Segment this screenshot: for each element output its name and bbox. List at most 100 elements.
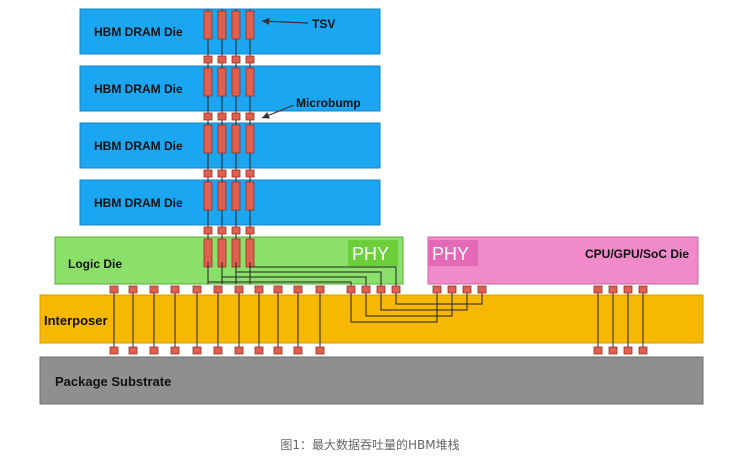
bottom-bump: [638, 346, 648, 355]
tsv-segment: [203, 67, 213, 97]
logic-phy-label: PHY: [352, 244, 389, 264]
tsv-label: TSV: [312, 17, 335, 31]
microbump: [203, 169, 213, 178]
figure-caption: 图1：最大数据吞吐量的HBM堆栈: [280, 438, 460, 452]
tsv-segment: [245, 124, 255, 154]
tsv-segment: [217, 124, 227, 154]
phy-bump: [462, 285, 472, 294]
top-bump: [192, 285, 202, 294]
logic-die: [54, 236, 404, 285]
bottom-bump: [315, 346, 325, 355]
interposer-vias: [109, 285, 648, 355]
microbump: [231, 55, 241, 64]
microbump: [245, 112, 255, 121]
bottom-bump: [234, 346, 244, 355]
bottom-bump: [128, 346, 138, 355]
top-bump: [254, 285, 264, 294]
top-bump: [273, 285, 283, 294]
bottom-bump: [293, 346, 303, 355]
hbm-dram-label-2: HBM DRAM Die: [94, 82, 183, 96]
top-bump: [315, 285, 325, 294]
microbump-pointer-arrow: [261, 104, 295, 119]
hbm-dram-label-1: HBM DRAM Die: [94, 25, 183, 39]
hbm-dram-die-4: [79, 179, 381, 226]
tsv-segment: [217, 67, 227, 97]
bottom-bump: [213, 346, 223, 355]
microbump: [217, 55, 227, 64]
top-bump: [593, 285, 603, 294]
bottom-bump: [273, 346, 283, 355]
tsv-segment: [231, 124, 241, 154]
tsv-segment: [203, 181, 213, 211]
microbump: [217, 226, 227, 235]
hbm-dram-die-1: [79, 8, 381, 55]
microbump-label: Microbump: [296, 96, 361, 110]
microbump: [245, 169, 255, 178]
tsv-segment: [231, 10, 241, 40]
hbm-dram-label-4: HBM DRAM Die: [94, 196, 183, 210]
cpu-phy-label: PHY: [432, 244, 469, 264]
microbump: [203, 112, 213, 121]
top-bump: [213, 285, 223, 294]
tsv-segment: [231, 181, 241, 211]
substrate-label: Package Substrate: [55, 374, 171, 389]
tsv-segment: [245, 181, 255, 211]
phy-bump: [361, 285, 371, 294]
microbump: [203, 55, 213, 64]
bottom-bump: [623, 346, 633, 355]
top-bump: [608, 285, 618, 294]
microbump: [203, 226, 213, 235]
microbump: [245, 55, 255, 64]
cpu-die-label: CPU/GPU/SoC Die: [585, 247, 689, 261]
interposer-layer: [39, 294, 704, 344]
bottom-bump: [192, 346, 202, 355]
tsv-segment: [217, 181, 227, 211]
bottom-bump: [109, 346, 119, 355]
logic-phy-block: [348, 240, 398, 266]
logic-die-label: Logic Die: [68, 257, 122, 271]
tsv-segment: [203, 124, 213, 154]
tsv-segment: [203, 10, 213, 40]
phy-wire: [207, 262, 438, 323]
bottom-bump: [608, 346, 618, 355]
microbump: [217, 112, 227, 121]
phy-bump: [477, 285, 487, 294]
bottom-bump: [170, 346, 180, 355]
top-bump: [234, 285, 244, 294]
phy-bump: [346, 285, 356, 294]
hbm-dram-die-2: [79, 65, 381, 112]
bottom-bump: [254, 346, 264, 355]
tsv-segment: [217, 10, 227, 40]
tsv-segment: [245, 67, 255, 97]
hbm-dram-die-3: [79, 122, 381, 169]
tsv-pointer-arrow: [261, 17, 309, 25]
bottom-bump: [593, 346, 603, 355]
tsv-columns: [203, 9, 255, 284]
top-bump: [293, 285, 303, 294]
top-bump: [149, 285, 159, 294]
package-substrate-layer: [39, 356, 704, 405]
phy-bump: [447, 285, 457, 294]
top-bump: [170, 285, 180, 294]
top-bump: [109, 285, 119, 294]
top-bump: [128, 285, 138, 294]
tsv-segment: [245, 10, 255, 40]
phy-bump: [432, 285, 442, 294]
top-bump: [623, 285, 633, 294]
phy-bump: [376, 285, 386, 294]
phy-wire: [249, 262, 483, 305]
bottom-bump: [149, 346, 159, 355]
interposer-label: Interposer: [44, 313, 108, 328]
microbump: [231, 226, 241, 235]
phy-wire: [221, 262, 453, 317]
tsv-segment: [231, 67, 241, 97]
phy-bump: [391, 285, 401, 294]
hbm-dram-label-3: HBM DRAM Die: [94, 139, 183, 153]
cpu-phy-block: [428, 240, 478, 266]
microbump: [231, 169, 241, 178]
microbump: [217, 169, 227, 178]
microbump: [245, 226, 255, 235]
microbump: [231, 112, 241, 121]
top-bump: [638, 285, 648, 294]
